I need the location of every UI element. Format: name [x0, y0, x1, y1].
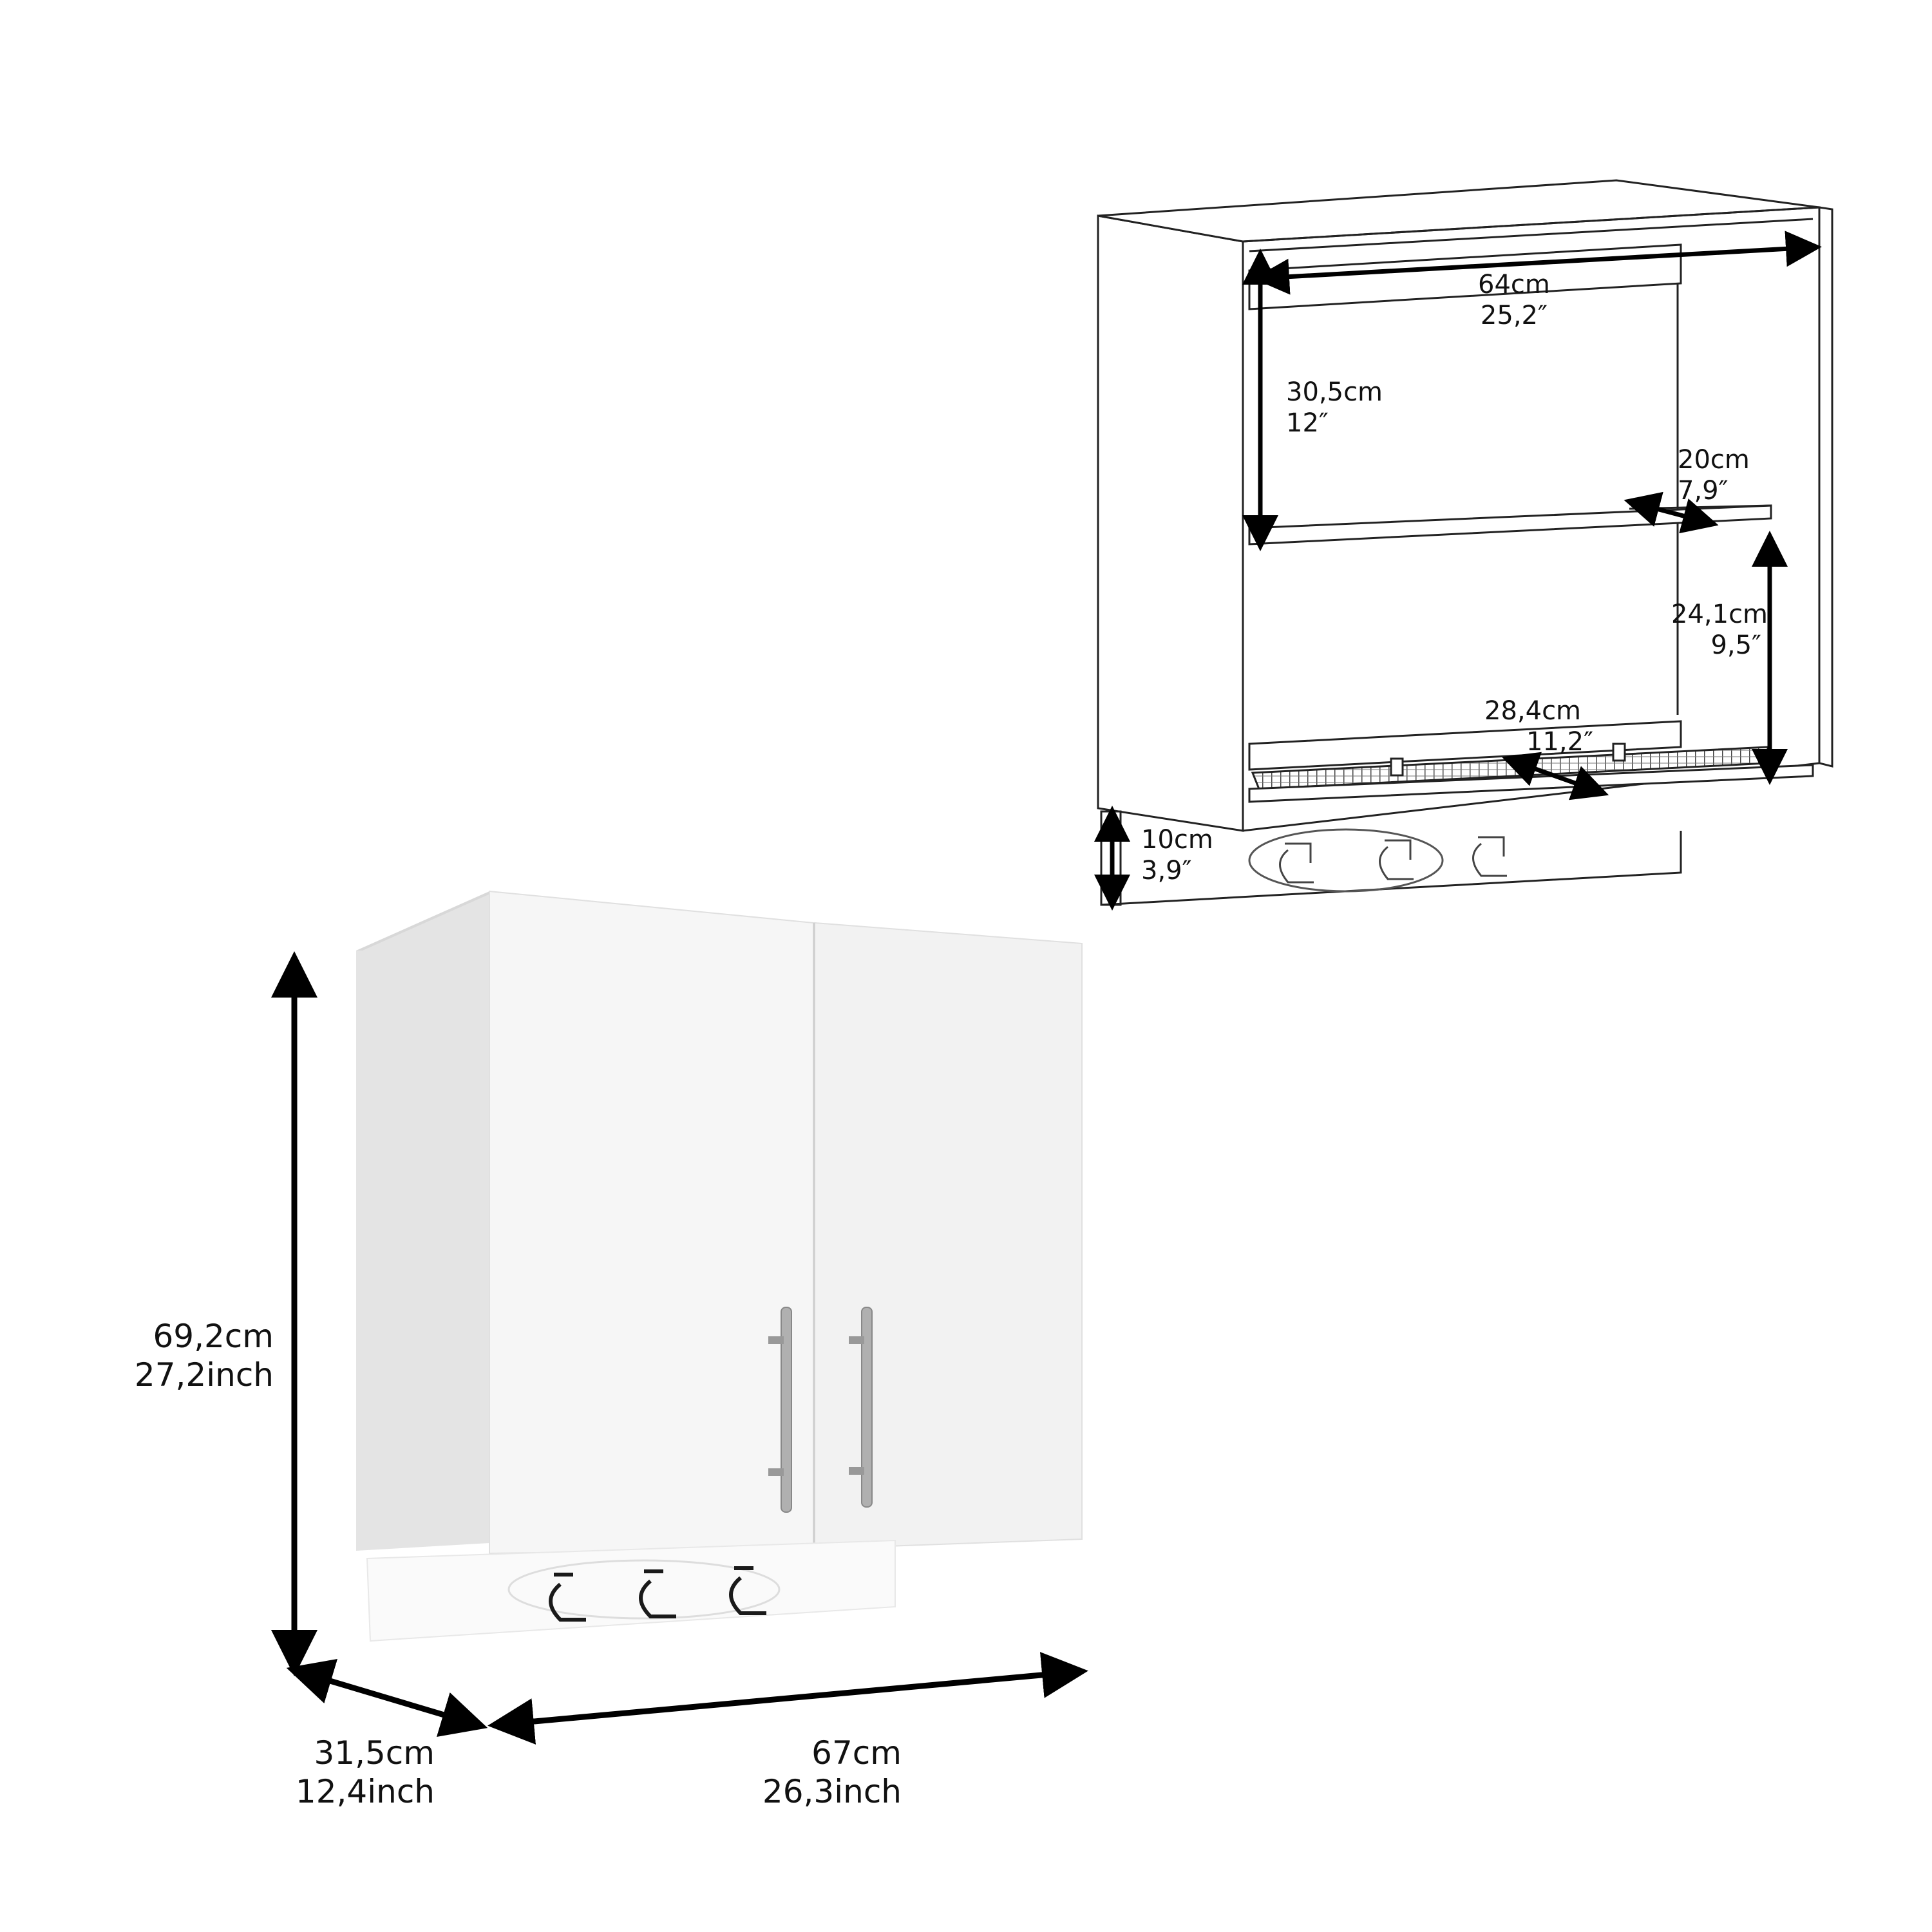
lower-height-label: 24,1cm 9,5″ — [1671, 599, 1768, 661]
open-cabinet-diagram — [1097, 179, 1833, 906]
width-metric: 67cm — [811, 1734, 902, 1772]
product-dimension-arrows — [271, 951, 1088, 1745]
width-imperial: 26,3inch — [762, 1773, 902, 1810]
rack-depth-imperial: 11,2″ — [1526, 727, 1594, 757]
door-handle-left — [768, 1307, 792, 1513]
hook-panel-height-label: 10cm 3,9″ — [1141, 824, 1213, 886]
rack-depth-label: 28,4cm 11,2″ — [1484, 696, 1593, 757]
shelf-depth-label: 20cm 7,9″ — [1678, 444, 1750, 506]
inner-width-arrow — [1253, 231, 1822, 295]
upper-height-metric: 30,5cm — [1286, 377, 1383, 407]
height-metric: 69,2cm — [153, 1318, 274, 1355]
depth-imperial: 12,4inch — [295, 1773, 435, 1810]
inner-width-label: 64cm 25,2″ — [1478, 269, 1550, 331]
height-label: 69,2cm 27,2inch — [122, 1317, 274, 1394]
detail-dimension-arrows — [1094, 231, 1822, 911]
inner-width-imperial: 25,2″ — [1480, 301, 1548, 330]
product-render — [356, 890, 1083, 1642]
shelf-depth-imperial: 7,9″ — [1678, 476, 1728, 506]
width-label: 67cm 26,3inch — [747, 1734, 902, 1811]
inner-width-metric: 64cm — [1478, 270, 1550, 299]
upper-height-imperial: 12″ — [1286, 408, 1329, 438]
depth-metric: 31,5cm — [314, 1734, 435, 1772]
rack-depth-arrow — [1501, 752, 1609, 800]
width-arrow — [488, 1652, 1088, 1745]
hook-panel-height-metric: 10cm — [1141, 825, 1213, 855]
hook-panel-height-imperial: 3,9″ — [1141, 856, 1192, 886]
upper-height-label: 30,5cm 12″ — [1286, 377, 1383, 439]
shelf-depth-arrow — [1624, 491, 1719, 534]
shelf-depth-metric: 20cm — [1678, 445, 1750, 475]
height-imperial: 27,2inch — [134, 1356, 274, 1394]
rack-depth-metric: 28,4cm — [1484, 696, 1582, 726]
depth-label: 31,5cm 12,4inch — [283, 1734, 435, 1811]
lower-height-metric: 24,1cm — [1671, 600, 1768, 629]
door-handle-right — [849, 1307, 873, 1508]
lower-height-imperial: 9,5″ — [1710, 630, 1761, 660]
depth-arrow — [286, 1658, 488, 1738]
